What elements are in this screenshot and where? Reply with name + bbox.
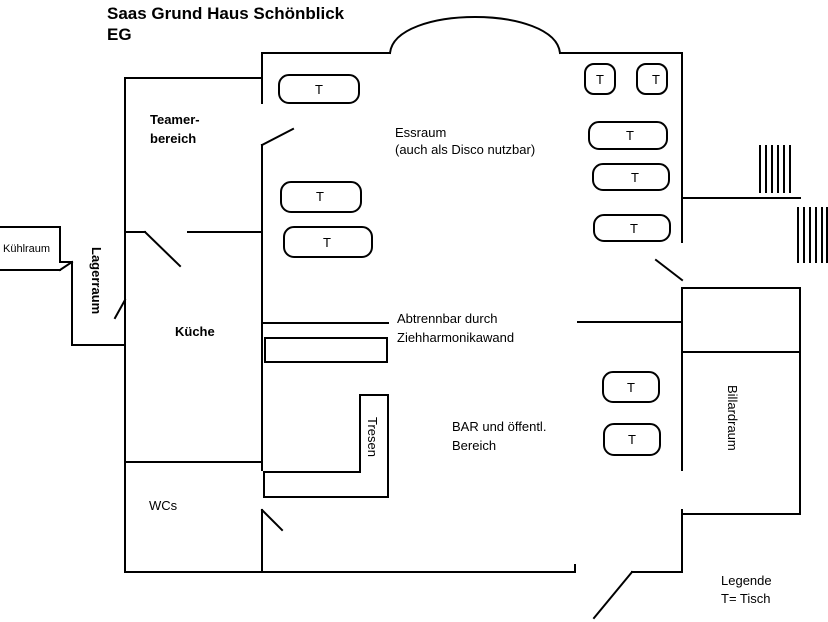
svg-text:T: T <box>596 72 604 87</box>
table: T <box>584 63 616 95</box>
label-teamer-1: Teamer- <box>150 112 200 127</box>
table: T <box>603 423 661 456</box>
label-teamer-2: bereich <box>150 131 196 146</box>
plan-subtitle: EG <box>107 25 132 44</box>
svg-text:T: T <box>652 72 660 87</box>
svg-text:T: T <box>315 82 323 97</box>
table: T <box>636 63 668 95</box>
svg-text:T: T <box>316 189 324 204</box>
label-billardraum: Billardraum <box>725 385 740 451</box>
label-bar-2: Bereich <box>452 438 496 453</box>
label-tresen: Tresen <box>365 417 380 457</box>
label-partition-2: Ziehharmonikawand <box>397 330 514 345</box>
label-essraum-2: (auch als Disco nutzbar) <box>395 142 535 157</box>
plan-title: Saas Grund Haus Schönblick <box>107 4 345 23</box>
svg-text:T: T <box>323 235 331 250</box>
label-lagerraum: Lagerraum <box>89 247 104 314</box>
label-essraum-1: Essraum <box>395 125 446 140</box>
table: T <box>280 181 362 213</box>
svg-text:T: T <box>626 128 634 143</box>
svg-text:T: T <box>631 170 639 185</box>
svg-text:T: T <box>627 380 635 395</box>
svg-text:T: T <box>630 221 638 236</box>
legend-entry: T= Tisch <box>721 591 771 606</box>
label-partition-1: Abtrennbar durch <box>397 311 497 326</box>
tables: T T T T T T T T <box>278 63 671 456</box>
table: T <box>588 121 668 150</box>
label-wcs: WCs <box>149 498 178 513</box>
table: T <box>283 226 373 258</box>
legend-title: Legende <box>721 573 772 588</box>
label-kueche: Küche <box>175 324 215 339</box>
label-kuehlraum: Kühlraum <box>3 243 50 255</box>
svg-text:T: T <box>628 432 636 447</box>
stairs-upper <box>759 145 791 193</box>
table: T <box>592 163 670 191</box>
stairs-lower <box>797 207 828 263</box>
walls <box>0 16 801 620</box>
label-bar-1: BAR und öffentl. <box>452 419 546 434</box>
table: T <box>278 74 360 104</box>
table: T <box>602 371 660 403</box>
table: T <box>593 214 671 242</box>
